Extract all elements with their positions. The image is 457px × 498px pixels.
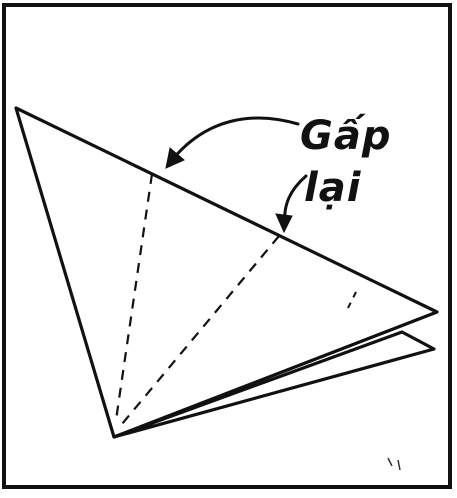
stray-mark xyxy=(388,458,400,470)
arrow-head-right xyxy=(276,214,292,232)
fold-label-line1: Gấp xyxy=(300,116,391,156)
arrow-curve-left xyxy=(172,118,298,160)
fold-label-line2: lại xyxy=(304,168,361,208)
